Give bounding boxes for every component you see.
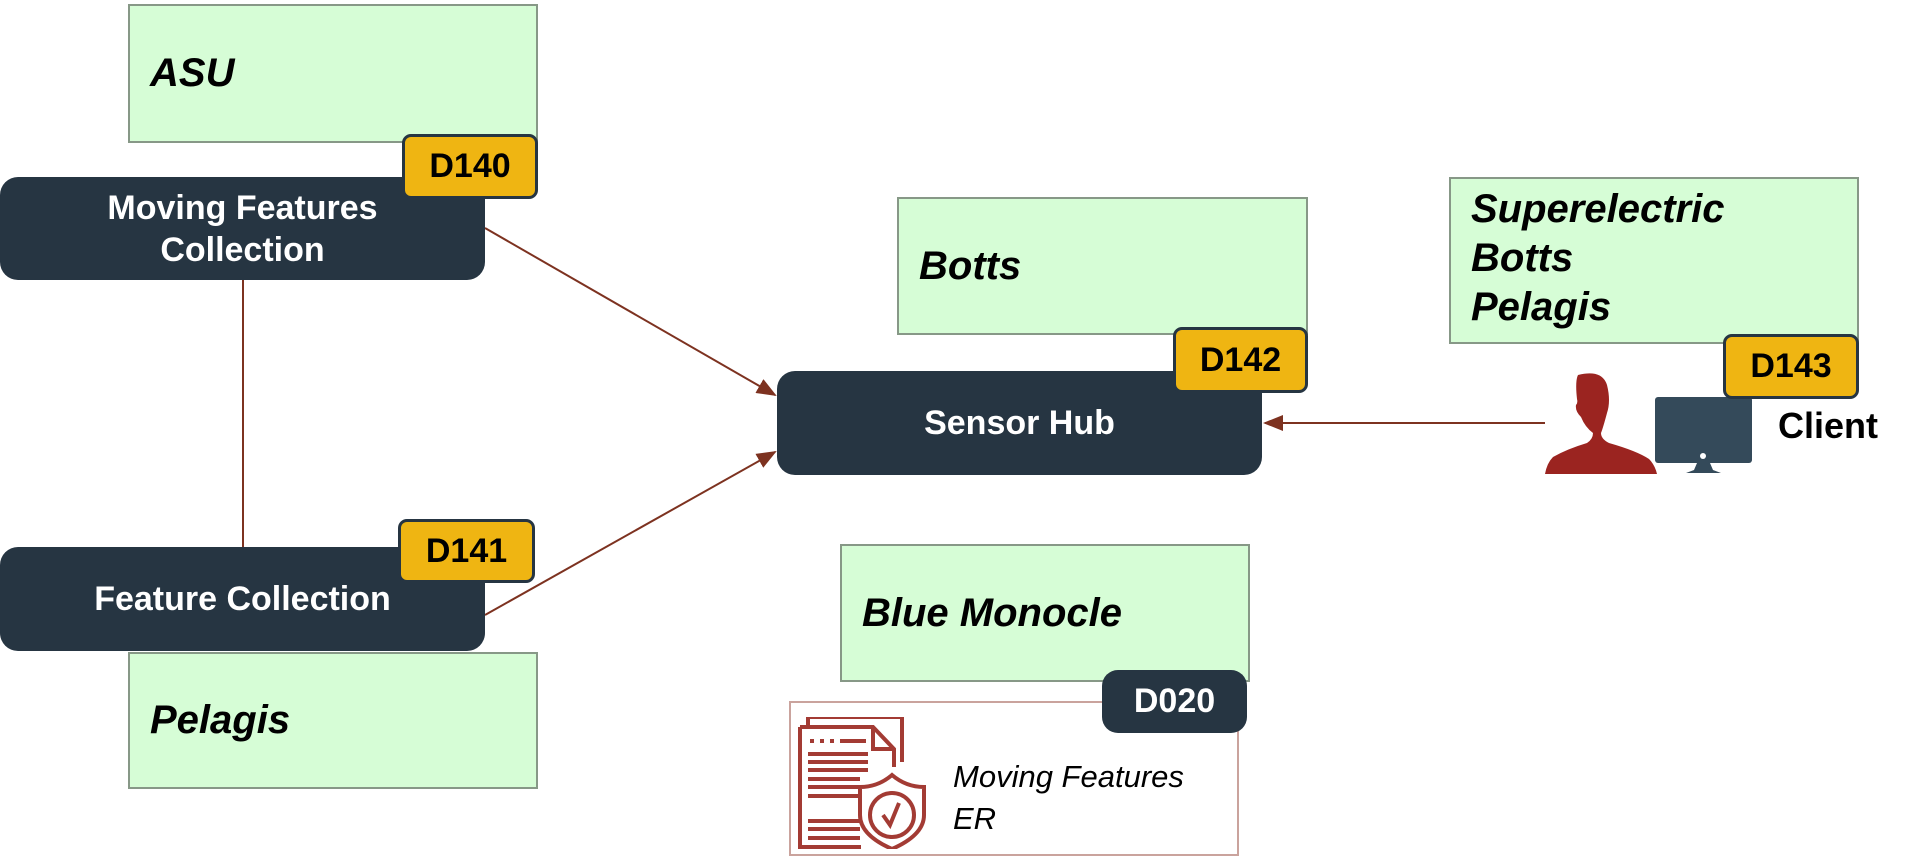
node-label-sensor-hub: Sensor Hub [924, 404, 1115, 442]
user-icon [1545, 373, 1657, 474]
org-box-client-participants: Superelectric Botts Pelagis [1449, 177, 1859, 344]
badge-d142: D142 [1173, 327, 1308, 393]
connector-mfc-to-sensor-hub [484, 227, 777, 396]
org-box-botts: Botts [897, 197, 1308, 335]
badge-label: D140 [429, 147, 511, 185]
badge-label: D141 [425, 531, 508, 570]
org-label-pelagis-client: Pelagis [1471, 285, 1612, 329]
badge-label: D143 [1750, 347, 1832, 385]
badge-d141: D141 [398, 519, 535, 583]
node-feature-collection[interactable]: Feature Collection [0, 547, 485, 651]
secure-document-icon [798, 717, 926, 849]
monitor-icon [1655, 397, 1752, 473]
org-label-superelectric: Superelectric [1471, 187, 1725, 231]
node-label-line-2: Collection [160, 230, 325, 269]
er-label-line-1: Moving Features [953, 759, 1184, 794]
node-label-feature-collection: Feature Collection [94, 580, 391, 618]
org-label-asu: ASU [150, 51, 235, 95]
node-label-moving-features-collection: Moving Features Collection [107, 187, 377, 271]
org-box-blue-monocle: Blue Monocle [840, 544, 1250, 682]
badge-label: D142 [1199, 340, 1282, 379]
org-label-blue-monocle: Blue Monocle [862, 590, 1123, 635]
er-label-line-2: ER [953, 801, 997, 836]
org-label-botts-client: Botts [1471, 236, 1574, 280]
org-label-botts: Botts [919, 243, 1022, 288]
connector-fc-to-sensor-hub [484, 451, 777, 616]
client-label: Client [1778, 405, 1879, 446]
engineering-report-label: Moving Features ER [953, 756, 1184, 840]
node-label-line-1: Moving Features [107, 188, 378, 227]
badge-d143: D143 [1723, 334, 1859, 399]
org-box-pelagis: Pelagis [128, 652, 538, 789]
badge-label: D020 [1133, 682, 1216, 720]
org-box-asu: ASU [128, 4, 538, 143]
badge-d140: D140 [402, 134, 538, 199]
org-label-pelagis: Pelagis [150, 698, 291, 742]
badge-d020: D020 [1102, 670, 1247, 733]
